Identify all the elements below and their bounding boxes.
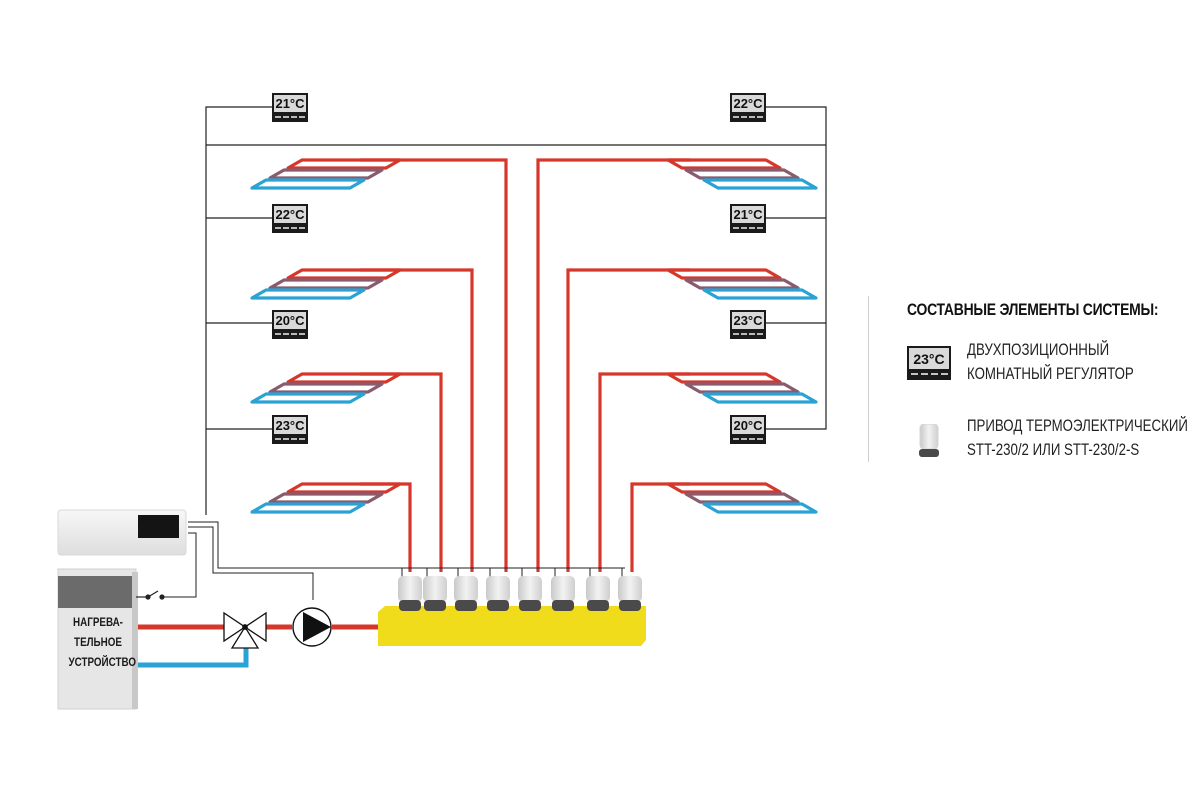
thermostat-temperature: 20°C xyxy=(275,313,305,328)
supply-riser xyxy=(536,158,690,572)
thermoelectric-actuator[interactable] xyxy=(518,576,542,611)
heater-top-panel xyxy=(58,576,132,608)
supply-riser xyxy=(566,268,690,572)
room-thermostat[interactable]: 20°C xyxy=(730,415,766,444)
thermoelectric-actuator[interactable] xyxy=(454,576,478,611)
loop-coil xyxy=(666,268,782,280)
room-thermostat-icon: 23°C xyxy=(907,346,951,380)
loop-coil xyxy=(684,168,800,180)
loop-coil xyxy=(250,178,366,190)
legend: СОСТАВНЫЕ ЭЛЕМЕНТЫ СИСТЕМЫ: 23°C ДВУХПОЗ… xyxy=(868,296,1200,462)
thermoelectric-actuators xyxy=(398,576,642,611)
supply-riser xyxy=(360,482,412,572)
thermostat-temperature: 23°C xyxy=(275,418,305,433)
heating-device-label: НАГРЕВА- ТЕЛЬНОЕ УСТРОЙСТВО xyxy=(68,612,137,672)
floor-heating-loops xyxy=(250,158,818,514)
switch-icon xyxy=(136,590,165,600)
thermoelectric-actuator[interactable] xyxy=(551,576,575,611)
legend-item-line: КОМНАТНЫЙ РЕГУЛЯТОР xyxy=(967,364,1134,383)
loop-coil xyxy=(250,502,366,514)
supply-riser xyxy=(598,372,690,572)
loop-coil xyxy=(666,372,782,384)
thermoelectric-actuator[interactable] xyxy=(423,576,447,611)
thermostat-temperature: 23°C xyxy=(733,313,763,328)
heating-device[interactable] xyxy=(57,568,138,710)
legend-item-actuator: ПРИВОД ТЕРМОЭЛЕКТРИЧЕСКИЙ STT-230/2 ИЛИ … xyxy=(967,414,1188,462)
heating-loop xyxy=(250,482,402,514)
room-thermostat[interactable]: 21°C xyxy=(730,204,766,233)
thermoelectric-actuator[interactable] xyxy=(618,576,642,611)
thermostat-temperature: 22°C xyxy=(733,96,763,111)
circulation-pump-icon[interactable] xyxy=(292,607,332,647)
wiring-left xyxy=(205,106,826,515)
room-thermostat[interactable]: 22°C xyxy=(272,204,308,233)
loop-coil xyxy=(666,482,782,494)
supply-risers xyxy=(360,158,690,572)
heating-loop xyxy=(666,372,818,404)
wiring-controller[interactable] xyxy=(57,509,187,556)
thermostat-icon-text: 23°C xyxy=(913,351,944,367)
controller-display xyxy=(138,515,179,538)
loop-coil xyxy=(684,492,800,504)
legend-item-thermostat: ДВУХПОЗИЦИОННЫЙ КОМНАТНЫЙ РЕГУЛЯТОР xyxy=(967,338,1134,386)
thermostat-temperature: 22°C xyxy=(275,207,305,222)
thermoelectric-actuator[interactable] xyxy=(398,576,422,611)
loop-coil xyxy=(702,392,818,404)
legend-item-line: STT-230/2 ИЛИ STT-230/2-S xyxy=(967,440,1140,459)
heater-label-line: УСТРОЙСТВО xyxy=(68,655,137,669)
heater-label-line: НАГРЕВА- xyxy=(73,615,123,629)
loop-coil xyxy=(268,168,384,180)
heating-loop xyxy=(666,482,818,514)
room-thermostat[interactable]: 20°C xyxy=(272,310,308,339)
supply-riser xyxy=(360,268,474,572)
thermostat-temperature: 21°C xyxy=(275,96,305,111)
heating-loop xyxy=(666,158,818,190)
heating-loop xyxy=(250,372,402,404)
loop-coil xyxy=(268,492,384,504)
room-thermostat[interactable]: 23°C xyxy=(730,310,766,339)
heater-label-line: ТЕЛЬНОЕ xyxy=(74,635,122,649)
legend-title: СОСТАВНЫЕ ЭЛЕМЕНТЫ СИСТЕМЫ: xyxy=(907,300,1159,319)
loop-coil xyxy=(684,278,800,290)
actuator-wiring xyxy=(163,521,625,600)
loop-coil xyxy=(666,158,782,170)
supply-riser xyxy=(360,372,443,572)
loop-coil xyxy=(702,178,818,190)
three-way-valve-icon[interactable] xyxy=(223,611,267,649)
supply-riser xyxy=(360,158,508,572)
loop-coil xyxy=(684,382,800,394)
thermoelectric-actuator-icon xyxy=(919,424,939,457)
thermoelectric-actuator[interactable] xyxy=(586,576,610,611)
legend-item-line: ПРИВОД ТЕРМОЭЛЕКТРИЧЕСКИЙ xyxy=(967,416,1188,435)
supply-riser xyxy=(630,482,690,572)
heating-loop xyxy=(666,268,818,300)
loop-coil xyxy=(268,382,384,394)
heating-loop xyxy=(250,158,402,190)
boiler-return-pipe xyxy=(138,648,249,668)
loop-coil xyxy=(702,502,818,514)
legend-item-line: ДВУХПОЗИЦИОННЫЙ xyxy=(967,340,1110,359)
wiring-right xyxy=(766,106,827,430)
thermostat-temperature: 21°C xyxy=(733,207,763,222)
thermostat-temperature: 20°C xyxy=(733,418,763,433)
loop-coil xyxy=(250,392,366,404)
room-thermostat[interactable]: 23°C xyxy=(272,415,308,444)
room-thermostats: 21°C 22°C 20°C 23°C 22°C 21°C 23°C 20°C xyxy=(272,93,766,444)
heating-loop xyxy=(250,268,402,300)
room-thermostat[interactable]: 21°C xyxy=(272,93,308,122)
room-thermostat[interactable]: 22°C xyxy=(730,93,766,122)
manifold[interactable] xyxy=(378,606,646,646)
loop-coil xyxy=(250,288,366,300)
thermoelectric-actuator[interactable] xyxy=(486,576,510,611)
loop-coil xyxy=(268,278,384,290)
loop-coil xyxy=(702,288,818,300)
